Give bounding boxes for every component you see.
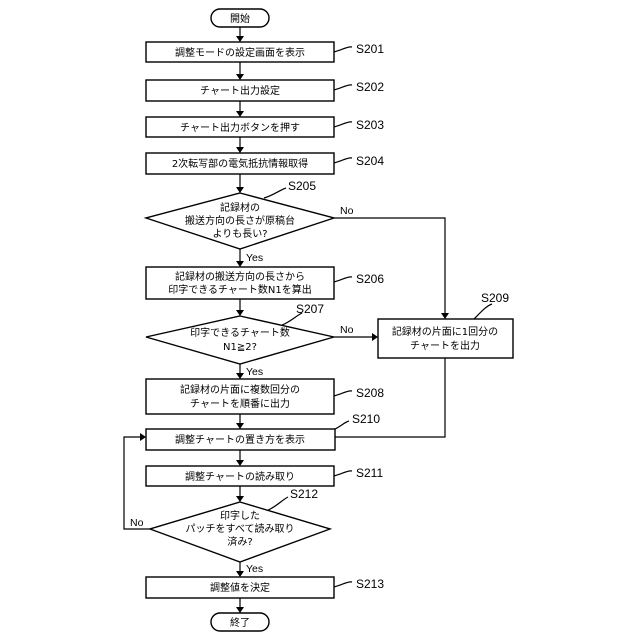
process-s206: 記録材の搬送方向の長さから 印字できるチャート数N1を算出 S206 — [146, 267, 384, 299]
s210-text: 調整チャートの置き方を表示 — [175, 433, 305, 446]
process-s208: 記録材の片面に複数回分の チャートを順番に出力 S208 — [146, 379, 384, 414]
s212-label: S212 — [290, 487, 318, 501]
s207-no-label: No — [340, 324, 354, 336]
end-text: 終了 — [230, 616, 250, 629]
s209-label: S209 — [481, 291, 509, 305]
s203-label: S203 — [356, 118, 384, 132]
arrowhead — [236, 571, 244, 577]
s213-text: 調整値を決定 — [210, 581, 270, 594]
arrowhead — [236, 187, 244, 193]
s206-line-2: 印字できるチャート数N1を算出 — [168, 283, 312, 296]
s212-line-2: パッチをすべて読み取り — [186, 522, 295, 535]
s207-line-1: 印字できるチャート数 — [190, 326, 290, 339]
arrowhead — [236, 261, 244, 267]
s203-text: チャート出力ボタンを押す — [180, 121, 300, 134]
arrowhead — [236, 36, 244, 42]
arrowhead — [236, 460, 244, 466]
s211-label: S211 — [356, 466, 383, 480]
s209-line-2: チャートを出力 — [410, 339, 480, 352]
s206-label: S206 — [356, 272, 384, 286]
s209-line-1: 記録材の片面に1回分の — [392, 325, 498, 338]
s201-text: 調整モードの設定画面を表示 — [175, 46, 305, 59]
s206-line-1: 記録材の搬送方向の長さから — [175, 270, 305, 283]
s205-yes-label: Yes — [246, 252, 263, 264]
s212-no-label: No — [130, 517, 144, 529]
s207-yes-label: Yes — [246, 366, 263, 378]
process-s201: 調整モードの設定画面を表示 S201 — [146, 42, 384, 62]
s208-line-2: チャートを順番に出力 — [190, 397, 290, 410]
process-s210: 調整チャートの置き方を表示 S210 — [146, 412, 380, 450]
arrowhead — [236, 373, 244, 379]
process-s213: 調整値を決定 S213 — [146, 577, 384, 598]
start-text: 開始 — [230, 12, 250, 25]
s205-line-3: よりも長い? — [212, 228, 267, 240]
s211-text: 調整チャートの読み取り — [185, 470, 295, 483]
s205-label: S205 — [288, 179, 316, 193]
s202-label: S202 — [356, 80, 384, 94]
arrowhead — [236, 310, 244, 316]
arrowhead — [236, 74, 244, 80]
process-s204: 2次転写部の電気抵抗情報取得 S204 — [146, 153, 384, 174]
s212-line-3: 済み? — [227, 535, 252, 548]
process-s203: チャート出力ボタンを押す S203 — [146, 117, 384, 137]
s207-line-2: N1≧2? — [223, 342, 257, 353]
s202-text: チャート出力設定 — [200, 84, 280, 97]
s205-no-label: No — [340, 205, 354, 217]
start-terminal: 開始 — [211, 9, 269, 27]
arrowhead — [236, 147, 244, 153]
arrowhead — [372, 333, 378, 341]
s208-line-1: 記録材の片面に複数回分の — [180, 383, 300, 396]
arrowhead — [441, 313, 449, 319]
arrowhead — [236, 111, 244, 117]
process-s211: 調整チャートの読み取り S211 — [146, 466, 383, 486]
arrowhead — [236, 607, 244, 613]
s207-label: S207 — [296, 302, 324, 316]
s210-label: S210 — [352, 412, 380, 426]
arrowhead — [140, 433, 146, 441]
s212-line-1: 印字した — [220, 509, 260, 522]
arrowhead — [236, 423, 244, 429]
s205-line-2: 搬送方向の長さが原稿台 — [185, 214, 295, 227]
process-s202: チャート出力設定 S202 — [146, 80, 384, 101]
s212-yes-label: Yes — [246, 563, 263, 575]
s208-label: S208 — [356, 386, 384, 400]
s204-label: S204 — [356, 154, 384, 168]
s205-line-1: 記録材の — [220, 201, 260, 214]
s201-label: S201 — [356, 42, 384, 56]
s213-label: S213 — [356, 577, 384, 591]
s204-text: 2次転写部の電気抵抗情報取得 — [172, 157, 308, 170]
arrowhead — [236, 496, 244, 502]
end-terminal: 終了 — [211, 613, 269, 631]
